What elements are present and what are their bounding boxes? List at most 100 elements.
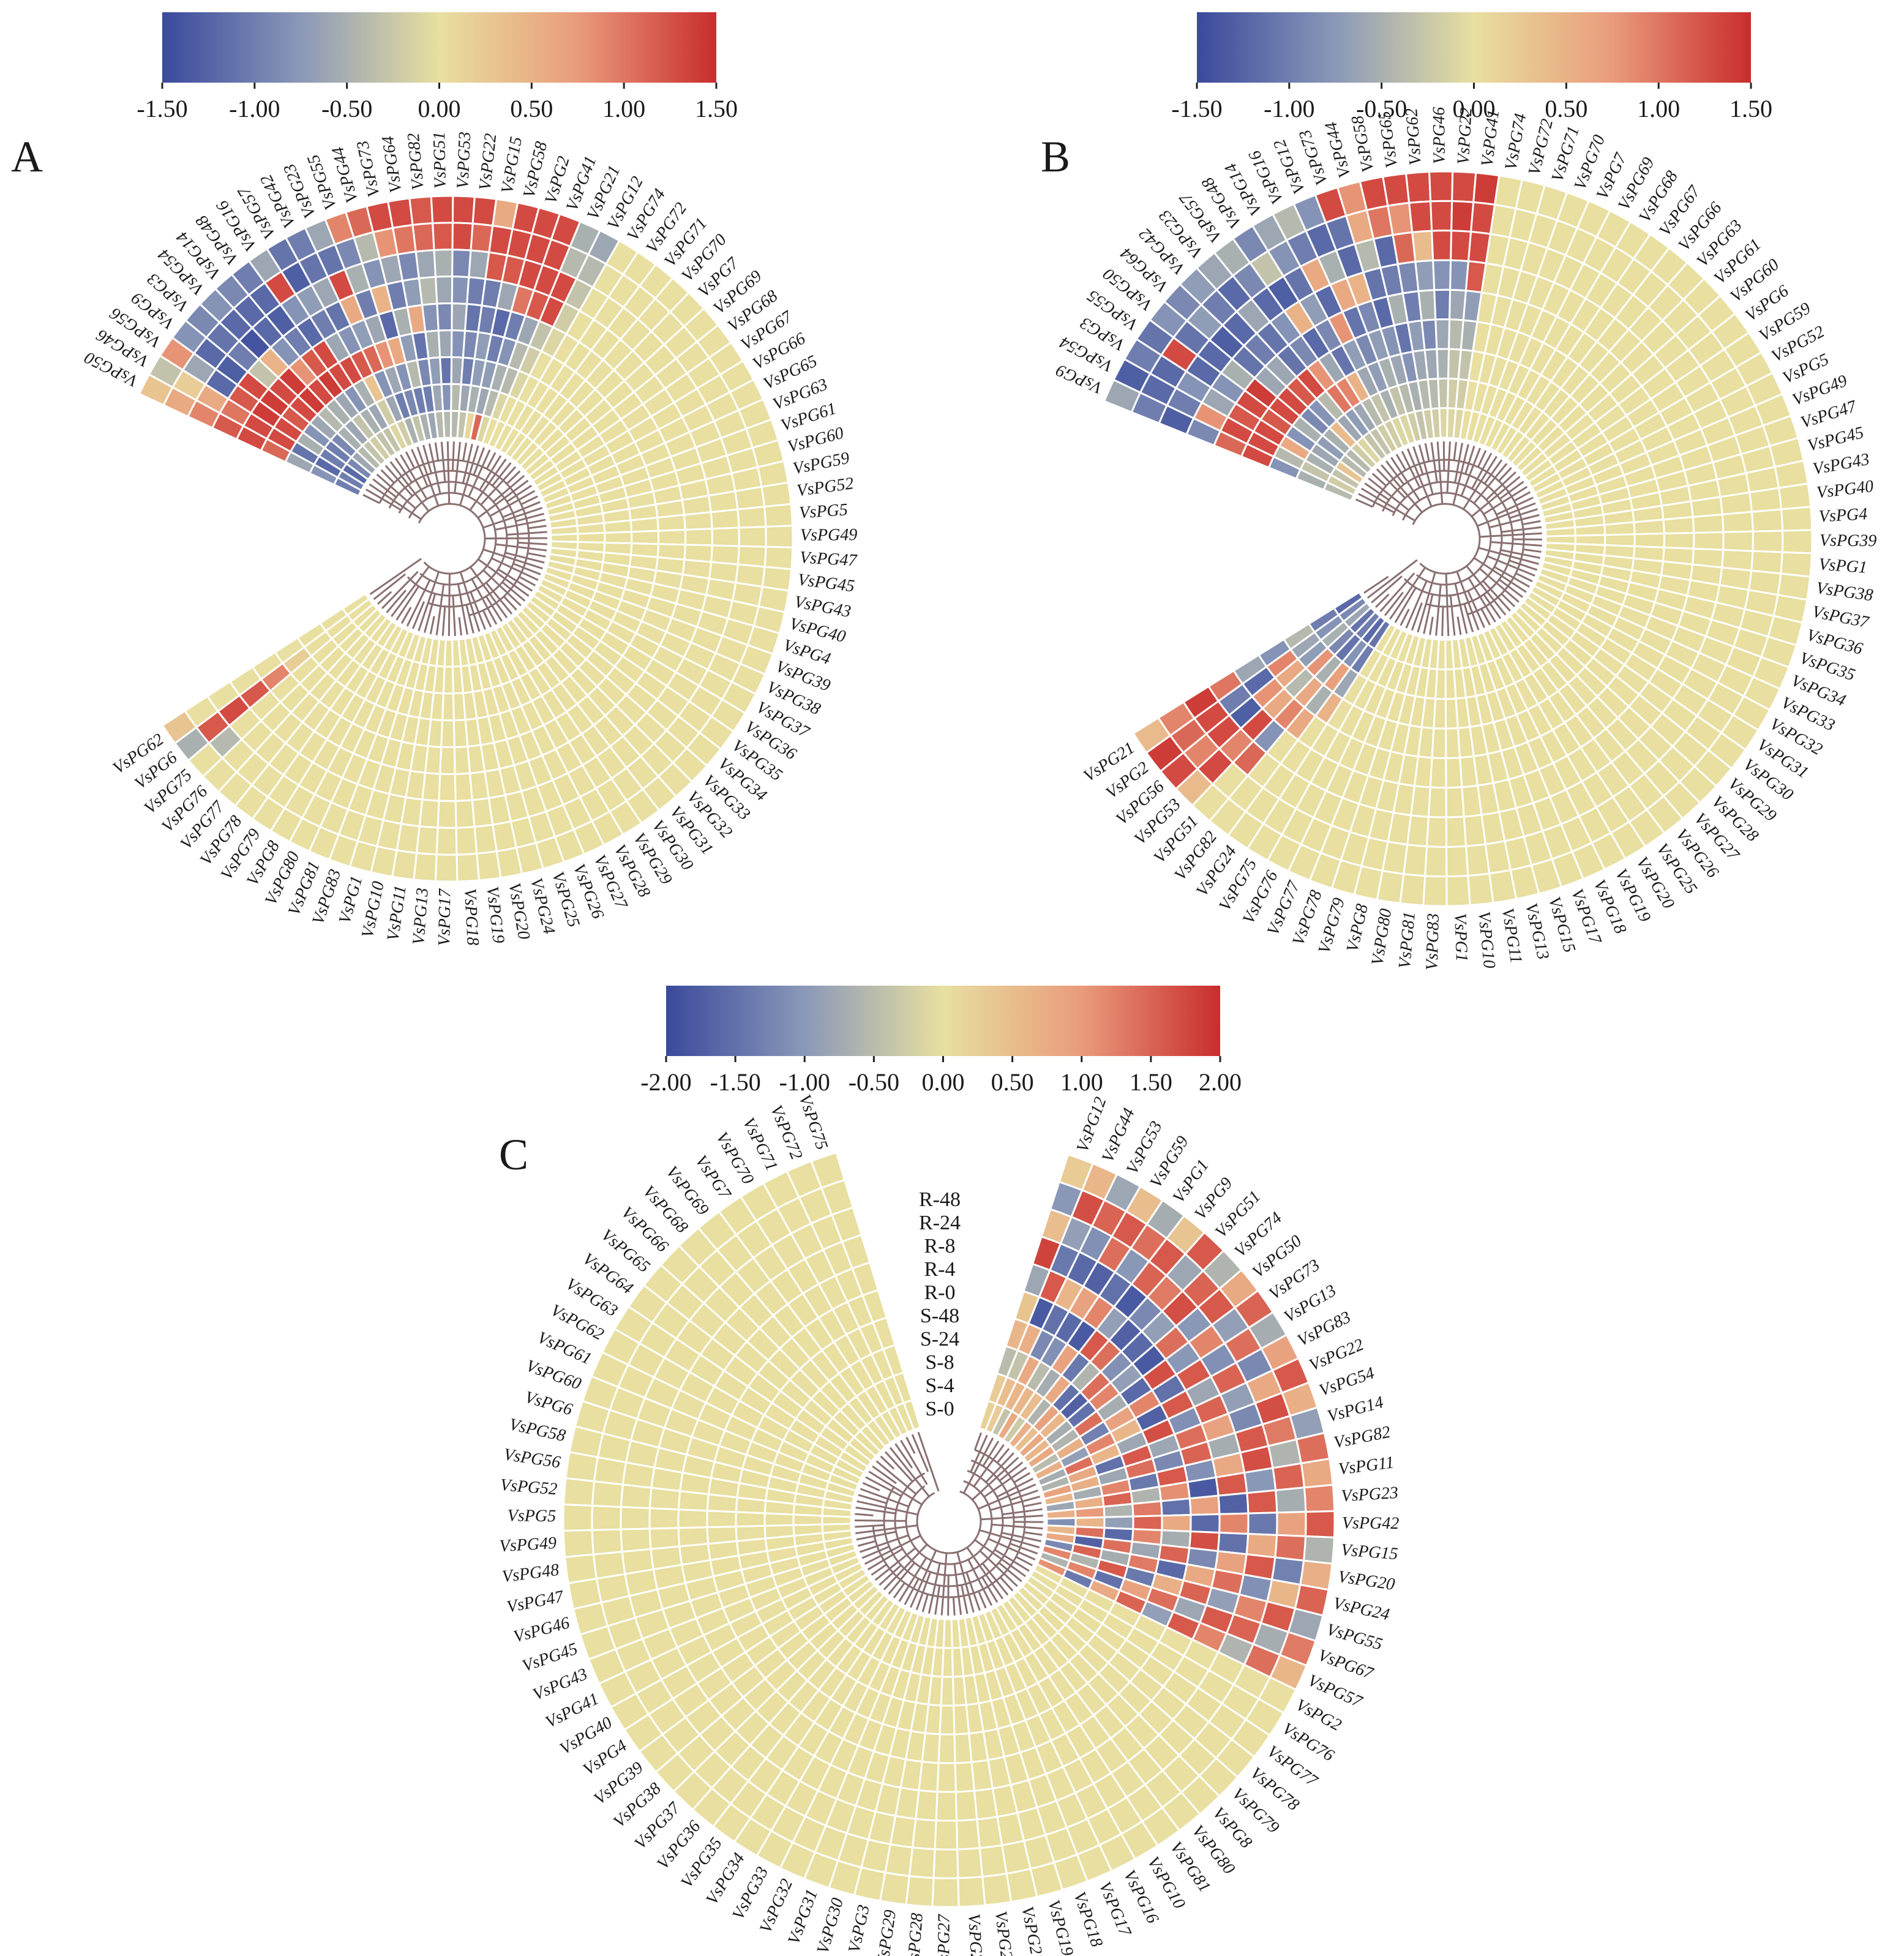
dendrogram-branch (484, 537, 548, 540)
gene-label: VsPG24 (1332, 1594, 1392, 1624)
dendrogram-branch (981, 1562, 1009, 1596)
dendrogram-branch (1375, 593, 1390, 609)
gene-label: VsPG22 (1454, 107, 1476, 165)
heatmap-cell (954, 1761, 976, 1793)
dendrogram-branch (452, 595, 456, 636)
heatmap-cell (1722, 530, 1754, 552)
dendrogram-arc (465, 507, 476, 515)
heatmap-cell (939, 1704, 956, 1736)
dendrogram-branch (1498, 579, 1524, 598)
dendrogram-arc (433, 503, 445, 509)
dendrogram-branch (1418, 444, 1434, 495)
heatmap-cell (604, 531, 633, 545)
gene-label: VsPG48 (501, 1561, 560, 1587)
dendrogram-branch (1523, 548, 1542, 553)
heatmap-cell (1445, 786, 1465, 819)
dendrogram-arc (1478, 532, 1481, 544)
dendrogram-branch (1509, 560, 1538, 571)
heatmap-cell (455, 825, 478, 856)
dendrogram-branch (854, 1519, 907, 1522)
dendrogram-arc (925, 1492, 935, 1501)
dendrogram-arc (452, 579, 470, 586)
dendrogram-branch (1467, 577, 1496, 623)
dendrogram-branch (470, 591, 486, 630)
dendrogram-arc (1437, 481, 1466, 487)
dendrogram-branch (1394, 587, 1417, 623)
heatmap-cell (956, 1847, 984, 1879)
heatmap-cell (1246, 1489, 1278, 1515)
dendrogram-branch (947, 1575, 950, 1616)
dendrogram-branch (917, 1431, 940, 1492)
dendrogram-arc (1459, 506, 1469, 514)
heatmap-cell (1434, 318, 1451, 350)
dendrogram-branch (480, 466, 517, 506)
dendrogram-branch (503, 596, 517, 611)
dendrogram-branch (479, 455, 502, 491)
heatmap-cell (1430, 200, 1453, 232)
dendrogram-arc (474, 514, 482, 524)
gene-label: VsPG74 (1501, 112, 1530, 171)
heatmap-cell (1428, 170, 1454, 203)
dendrogram-branch (446, 441, 451, 504)
gene-label: VsPG82 (404, 132, 428, 191)
dendrogram-branch (952, 1597, 956, 1616)
gene-label: VsPG39 (1820, 531, 1877, 550)
heatmap-cell (1190, 1513, 1221, 1534)
gene-label: VsPG53 (454, 132, 475, 190)
dendrogram-arc (479, 545, 485, 556)
dendrogram-branch (967, 1559, 993, 1606)
dendrogram-branch (1509, 508, 1538, 519)
heatmap-cell (418, 275, 438, 306)
gene-label: VsPG21 (1018, 1905, 1048, 1956)
heatmap-cell (433, 249, 454, 278)
dendrogram-branch (462, 443, 473, 484)
dendrogram-branch (1522, 520, 1541, 526)
dendrogram-arc (894, 1492, 904, 1521)
dendrogram-arc (468, 538, 530, 616)
heatmap-cell (1721, 511, 1754, 533)
dendrogram-branch (872, 1465, 897, 1485)
dendrogram-branch (858, 1494, 887, 1504)
heatmap-cell (453, 745, 471, 775)
dendrogram-branch (482, 610, 492, 628)
dendrogram-branch (386, 590, 407, 613)
dendrogram-arc (408, 503, 421, 519)
heatmap-cell (591, 1504, 623, 1531)
dendrogram-arc (454, 569, 465, 575)
dendrogram-branch (904, 1578, 920, 1605)
dendrogram-branch (985, 1452, 1015, 1483)
heatmap-cell (414, 249, 437, 280)
heatmap-cell (1215, 1471, 1248, 1497)
dendrogram-branch (999, 1461, 1024, 1482)
dendrogram-branch (1513, 491, 1531, 502)
gene-label: VsPG83 (1423, 913, 1443, 970)
heatmap-cell (451, 249, 472, 279)
heatmap-cell (1603, 521, 1636, 536)
dendrogram-arc (423, 561, 433, 570)
gene-label: VsPG82 (1332, 1423, 1392, 1453)
gene-label: VsPG64 (378, 135, 406, 194)
gene-label: VsPG15 (1340, 1540, 1398, 1564)
dendrogram-branch (953, 1564, 962, 1615)
heatmap-cell (591, 1528, 623, 1556)
dendrogram-branch (400, 454, 428, 500)
sample-label: R-4 (924, 1258, 956, 1281)
heatmap-cell (1404, 170, 1432, 204)
dendrogram-branch (1435, 584, 1442, 636)
gene-label: VsPG20 (1336, 1567, 1396, 1594)
sample-label: R-0 (924, 1281, 956, 1304)
dendrogram-branch (380, 469, 395, 484)
dendrogram-branch (855, 1524, 885, 1528)
dendrogram-branch (485, 596, 503, 622)
dendrogram-branch (1485, 471, 1516, 501)
gene-label: VsPG19 (482, 885, 508, 944)
heatmap-cell (452, 718, 469, 749)
dendrogram-branch (428, 443, 441, 495)
dendrogram-arc (952, 1565, 981, 1576)
dendrogram-branch (1479, 532, 1542, 538)
heatmap-cell (1777, 482, 1812, 511)
heatmap-cell (1304, 1510, 1336, 1538)
dendrogram-branch (1390, 457, 1420, 501)
dendrogram-branch (406, 579, 431, 627)
heatmap-cell (440, 383, 452, 413)
